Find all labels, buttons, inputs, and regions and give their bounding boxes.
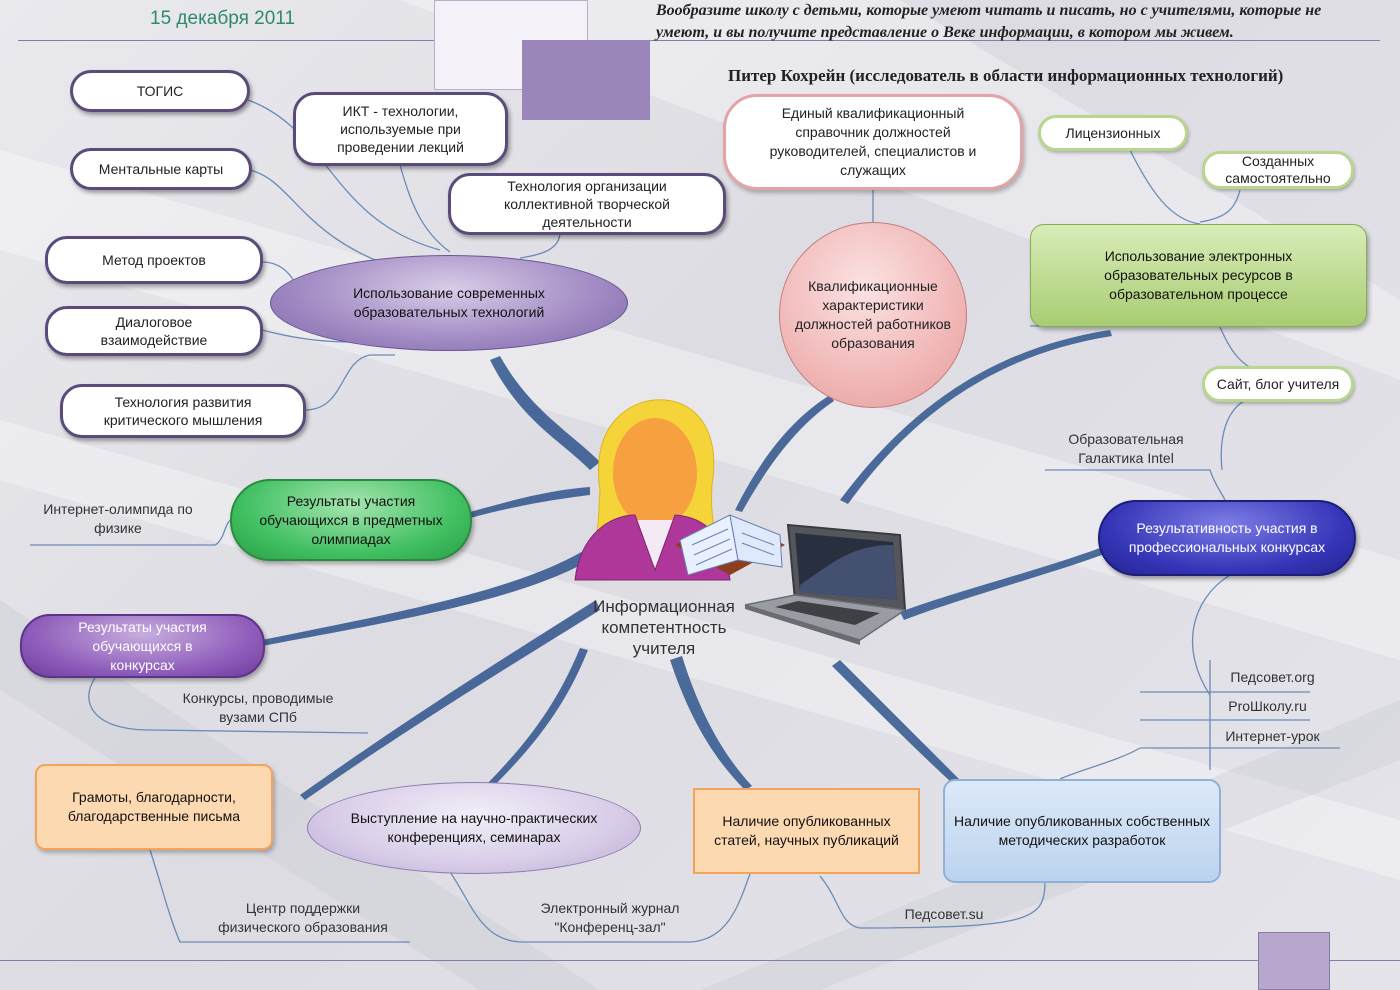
node-methodical-works: Наличие опубликованных собственных метод…: [943, 779, 1221, 883]
node-self-made: Созданных самостоятельно: [1202, 151, 1354, 189]
footer-decor-square: [1258, 932, 1330, 990]
node-certificates: Грамоты, благодарности, благодарственные…: [35, 764, 273, 850]
node-electronic-resources: Использование электронных образовательны…: [1030, 224, 1367, 327]
node-physics-support-center: Центр поддержки физического образования: [218, 900, 388, 935]
node-published-articles-label: Наличие опубликованных статей, научных п…: [714, 813, 899, 848]
node-qualification-characteristics: Квалификационные характеристики должност…: [779, 222, 967, 408]
header-decor-square-purple: [522, 40, 650, 120]
node-certificates-label: Грамоты, благодарности, благодарственные…: [67, 789, 241, 824]
node-dialog-label: Диалоговое взаимодействие: [100, 314, 208, 348]
node-ktd: Технология организации коллективной твор…: [448, 173, 726, 235]
node-contest-results: Результаты участия обучающихся в конкурс…: [20, 614, 265, 678]
node-togis: ТОГИС: [70, 70, 250, 112]
node-conference-talks: Выступление на научно-практических конфе…: [307, 782, 641, 874]
node-published-articles: Наличие опубликованных статей, научных п…: [693, 788, 920, 874]
node-electronic-resources-label: Использование электронных образовательны…: [1104, 248, 1293, 302]
node-dialog: Диалоговое взаимодействие: [45, 306, 263, 356]
site-proshkolu: ProШколу.ru: [1205, 697, 1330, 716]
node-project-method: Метод проектов: [45, 236, 263, 284]
site-proshkolu-label: ProШколу.ru: [1228, 698, 1307, 714]
node-togis-label: ТОГИС: [136, 83, 184, 99]
node-methodical-works-label: Наличие опубликованных собственных метод…: [954, 813, 1210, 848]
header-divider: [18, 40, 1380, 41]
node-modern-technologies-label: Использование современных образовательны…: [353, 285, 545, 320]
node-spb-contests: Конкурсы, проводимые вузами СПб: [182, 690, 334, 725]
node-professional-contests-label: Результативность участия в профессиональ…: [1128, 520, 1326, 555]
node-licensed-label: Лицензионных: [1065, 124, 1161, 141]
date-label: 15 декабря 2011: [150, 8, 296, 29]
node-professional-contests: Результативность участия в профессиональ…: [1098, 500, 1356, 576]
node-qualification-guide: Единый квалификационный справочник должн…: [723, 94, 1023, 190]
node-ktd-label: Технология организации коллективной твор…: [504, 178, 670, 230]
node-ikt-label: ИКТ - технологии, используемые при прове…: [337, 103, 464, 155]
node-qualification-guide-label: Единый квалификационный справочник должн…: [769, 105, 977, 178]
site-internet-urok-label: Интернет-урок: [1225, 728, 1320, 744]
central-topic-label: Информационная компетентность учителя: [593, 597, 735, 658]
node-pedsovet-su: Педсовет.su: [904, 906, 984, 922]
node-self-made-label: Созданных самостоятельно: [1225, 153, 1331, 186]
node-teacher-site-label: Сайт, блог учителя: [1216, 375, 1340, 392]
node-project-method-label: Метод проектов: [102, 252, 206, 268]
node-conference-journal: Электронный журнал "Конференц-зал": [540, 900, 680, 935]
node-licensed: Лицензионных: [1038, 115, 1188, 151]
teacher-face: [613, 418, 697, 528]
node-physics-olympiad: Интернет-олимпида по физике: [43, 501, 193, 536]
node-conference-talks-label: Выступление на научно-практических конфе…: [350, 810, 598, 845]
node-intel-galaxy: Образовательная Галактика Intel: [1068, 431, 1184, 466]
site-pedsovet-org-label: Педсовет.org: [1230, 669, 1315, 685]
node-teacher-site: Сайт, блог учителя: [1202, 366, 1354, 402]
epigraph-author: Питер Кохрейн (исследователь в области и…: [728, 66, 1284, 85]
node-ikt: ИКТ - технологии, используемые при прове…: [293, 92, 508, 166]
node-mental-maps: Ментальные карты: [70, 148, 252, 190]
site-pedsovet-org: Педсовет.org: [1210, 668, 1335, 687]
node-modern-technologies: Использование современных образовательны…: [270, 255, 628, 351]
node-contest-results-label: Результаты участия обучающихся в конкурс…: [78, 618, 207, 673]
epigraph-quote: Вообразите школу с детьми, которые умеют…: [656, 2, 1322, 41]
footer-divider: [0, 960, 1400, 961]
node-olympiad-results-label: Результаты участия обучающихся в предмет…: [259, 492, 443, 547]
teacher-laptop-illustration: [574, 399, 908, 645]
node-critical-thinking: Технология развития критического мышлени…: [60, 384, 306, 438]
node-qualification-characteristics-label: Квалификационные характеристики должност…: [795, 278, 951, 351]
node-critical-thinking-label: Технология развития критического мышлени…: [103, 394, 263, 428]
site-internet-urok: Интернет-урок: [1210, 727, 1335, 746]
node-mental-maps-label: Ментальные карты: [98, 161, 224, 177]
node-olympiad-results: Результаты участия обучающихся в предмет…: [230, 479, 472, 561]
